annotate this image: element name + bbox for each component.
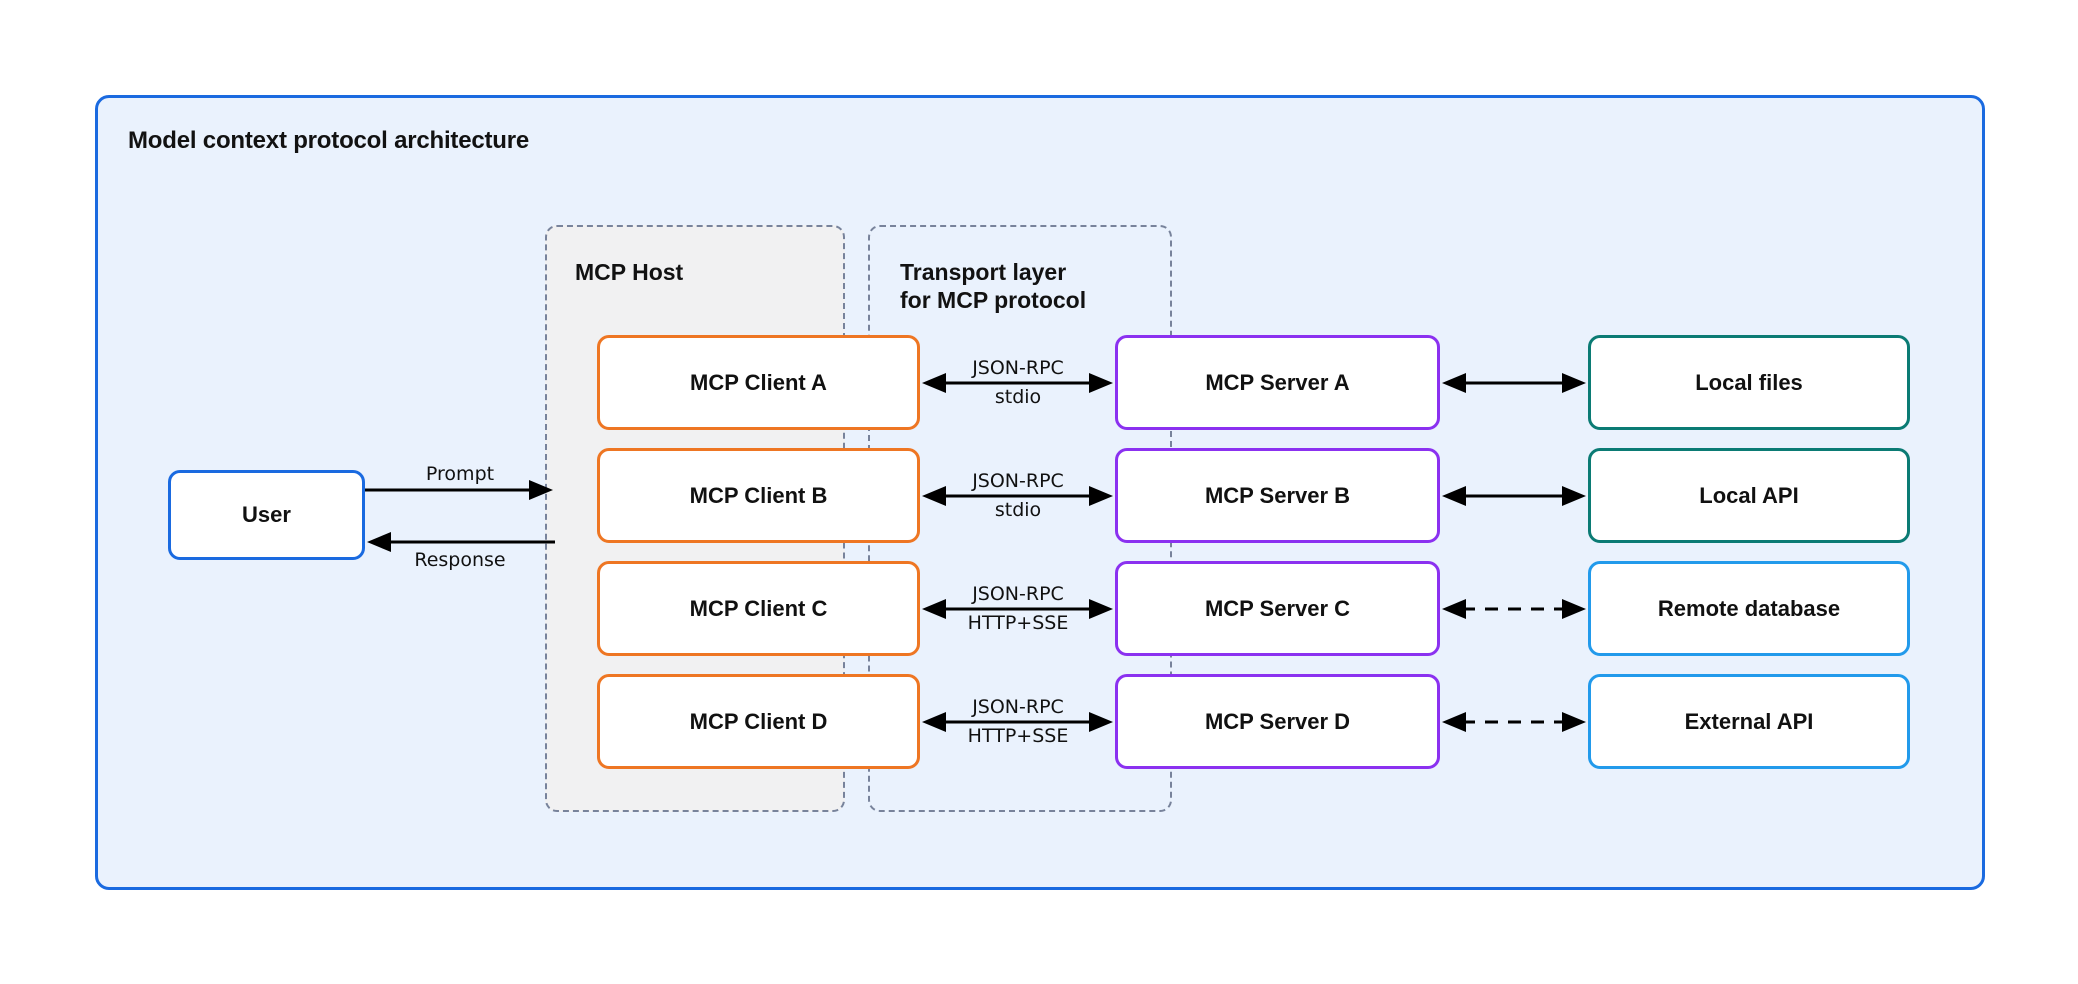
edge-label-jsonrpc-d-bottom: HTTP+SSE bbox=[967, 725, 1069, 747]
edge-label-jsonrpc-b-top: JSON-RPC bbox=[972, 470, 1064, 492]
node-user-label: User bbox=[242, 502, 291, 527]
node-mcp-client-d-label: MCP Client D bbox=[689, 708, 828, 734]
node-resource-remote-database-label: Remote database bbox=[1657, 595, 1841, 621]
connector-client-b-server-b bbox=[920, 484, 1115, 508]
node-resource-local-api-label: Local API bbox=[1699, 482, 1799, 508]
group-transport-layer-label: Transport layer for MCP protocol bbox=[900, 259, 1087, 314]
node-mcp-server-c[interactable]: MCP Server C bbox=[1115, 561, 1440, 656]
edge-label-jsonrpc-d-top: JSON-RPC bbox=[972, 696, 1064, 718]
node-mcp-client-c-label: MCP Client C bbox=[689, 595, 828, 621]
node-resource-external-api-label: External API bbox=[1684, 708, 1814, 734]
page-title: Model context protocol architecture bbox=[128, 127, 530, 154]
connector-server-b-resource-b bbox=[1440, 484, 1588, 508]
node-mcp-server-d[interactable]: MCP Server D bbox=[1115, 674, 1440, 769]
node-mcp-client-b[interactable]: MCP Client B bbox=[597, 448, 920, 543]
edge-label-jsonrpc-a-bottom: stdio bbox=[994, 386, 1042, 408]
edge-label-response: Response bbox=[414, 549, 506, 571]
node-resource-local-files[interactable]: Local files bbox=[1588, 335, 1910, 430]
node-mcp-server-a[interactable]: MCP Server A bbox=[1115, 335, 1440, 430]
connector-client-a-server-a bbox=[920, 371, 1115, 395]
node-mcp-client-b-label: MCP Client B bbox=[689, 482, 828, 508]
connector-client-d-server-d bbox=[920, 710, 1115, 734]
connector-client-c-server-c bbox=[920, 597, 1115, 621]
node-mcp-server-b[interactable]: MCP Server B bbox=[1115, 448, 1440, 543]
node-resource-local-files-label: Local files bbox=[1695, 369, 1803, 395]
node-mcp-server-b-label: MCP Server B bbox=[1204, 482, 1351, 508]
connector-server-c-resource-c bbox=[1440, 597, 1588, 621]
edge-label-jsonrpc-a-top: JSON-RPC bbox=[972, 357, 1064, 379]
edge-label-prompt: Prompt bbox=[425, 463, 495, 485]
connector-server-d-resource-d bbox=[1440, 710, 1588, 734]
edge-label-jsonrpc-c-top: JSON-RPC bbox=[972, 583, 1064, 605]
node-mcp-client-a[interactable]: MCP Client A bbox=[597, 335, 920, 430]
edge-label-jsonrpc-c-bottom: HTTP+SSE bbox=[967, 612, 1069, 634]
connector-server-a-resource-a bbox=[1440, 371, 1588, 395]
node-resource-external-api[interactable]: External API bbox=[1588, 674, 1910, 769]
node-mcp-client-c[interactable]: MCP Client C bbox=[597, 561, 920, 656]
node-mcp-client-a-label: MCP Client A bbox=[690, 369, 827, 395]
connector-user-prompt bbox=[365, 478, 555, 502]
node-mcp-server-c-label: MCP Server C bbox=[1204, 595, 1351, 621]
node-resource-local-api[interactable]: Local API bbox=[1588, 448, 1910, 543]
node-resource-remote-database[interactable]: Remote database bbox=[1588, 561, 1910, 656]
group-mcp-host-label: MCP Host bbox=[575, 259, 684, 285]
connector-user-response bbox=[365, 530, 555, 554]
node-mcp-client-d[interactable]: MCP Client D bbox=[597, 674, 920, 769]
edge-label-jsonrpc-b-bottom: stdio bbox=[994, 499, 1042, 521]
node-user[interactable]: User bbox=[168, 470, 365, 560]
node-mcp-server-d-label: MCP Server D bbox=[1204, 708, 1351, 734]
node-mcp-server-a-label: MCP Server A bbox=[1205, 369, 1350, 395]
